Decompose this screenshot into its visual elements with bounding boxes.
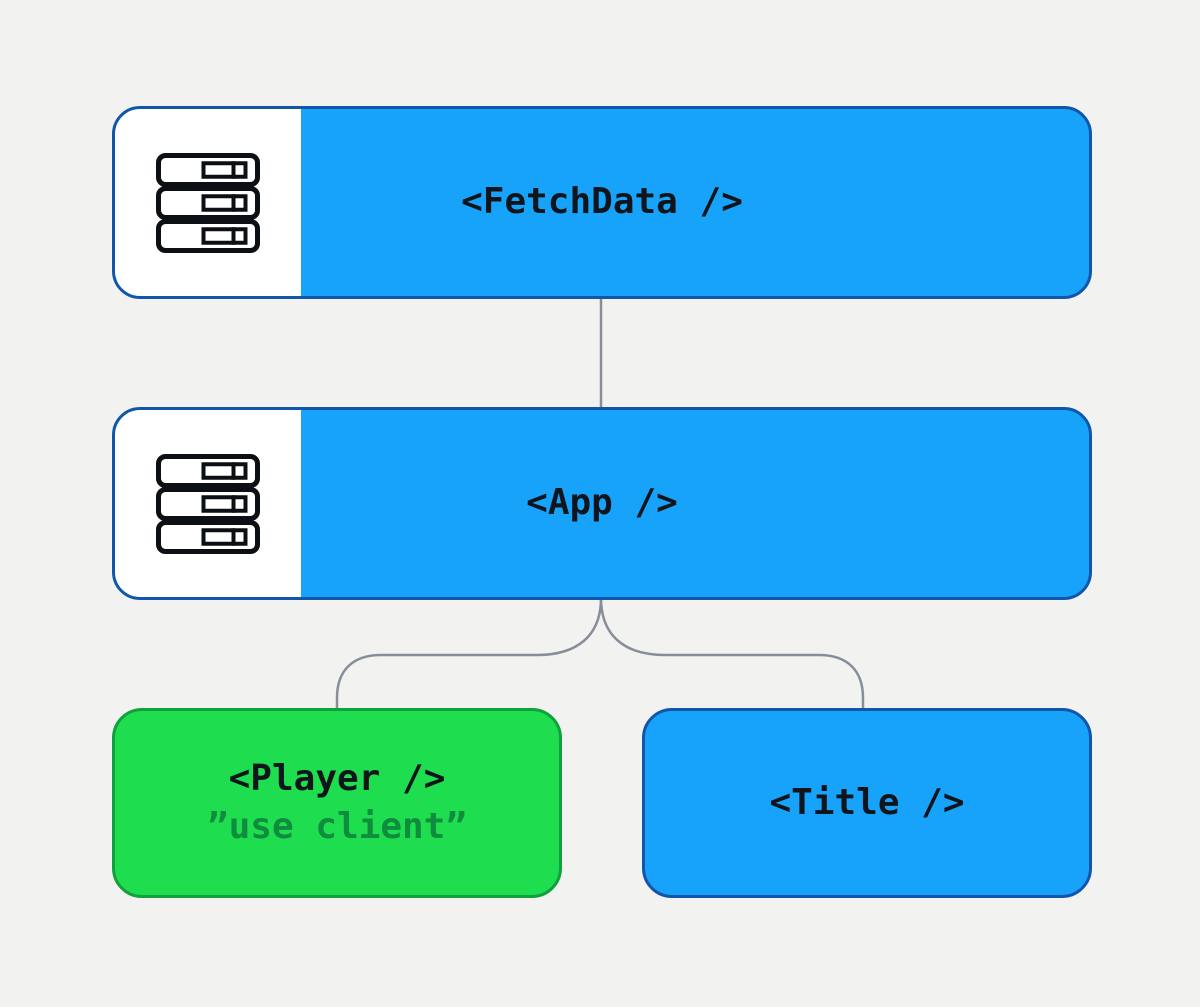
server-icon-panel	[115, 410, 301, 597]
server-stack-icon	[156, 152, 260, 253]
use-client-directive: ”use client”	[206, 805, 468, 847]
node-player: <Player /> ”use client”	[112, 708, 562, 898]
node-fetchdata-label: <FetchData />	[461, 181, 743, 223]
server-icon-panel	[115, 109, 301, 296]
node-title: <Title />	[642, 708, 1092, 898]
node-fetchdata: <FetchData />	[112, 106, 1092, 299]
server-stack-icon	[156, 453, 260, 554]
node-title-label: <Title />	[769, 781, 965, 823]
edge-app-player	[335, 596, 603, 714]
edge-app-title	[599, 596, 865, 714]
node-app-label: <App />	[526, 482, 678, 524]
node-player-label: <Player />	[228, 758, 446, 800]
node-app: <App />	[112, 407, 1092, 600]
